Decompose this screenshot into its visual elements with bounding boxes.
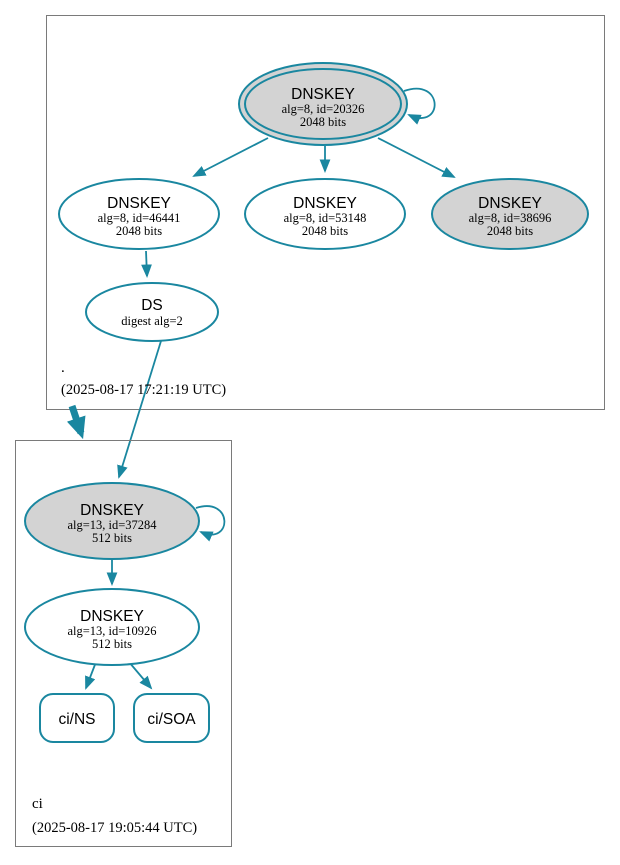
rrset-ci-soa-node: ci/SOA: [133, 693, 210, 743]
edge-dnskey-20326-to-38696-arrow: [377, 137, 456, 178]
dnskey-46441-title: DNSKEY: [107, 195, 171, 212]
dnskey-53148-ellipse: [244, 178, 406, 250]
rrset-ci-soa-label: ci/SOA: [147, 711, 196, 728]
edge-dnskey-10926-to-soa-arrow: [128, 661, 153, 690]
dnskey-10926-detail2: 512 bits: [92, 637, 132, 651]
dnskey-53148-title: DNSKEY: [293, 195, 357, 212]
dnskey-20326-title: DNSKEY: [291, 86, 355, 103]
ds-root-ellipse: [85, 282, 219, 342]
dnskey-53148-node: DNSKEY alg=8, id=53148 2048 bits: [244, 178, 406, 250]
dnskey-10926-title: DNSKEY: [80, 608, 144, 625]
rrset-ci-ns-box: [39, 693, 115, 743]
dnskey-38696-ellipse: [431, 178, 589, 250]
dnskey-38696-title: DNSKEY: [478, 195, 542, 212]
zone-ci-box: [15, 440, 232, 847]
edge-dnskey-20326-self-sign-arrow: [403, 87, 436, 125]
zone-ci-label: ci: [32, 796, 43, 812]
rrset-ci-ns-label: ci/NS: [58, 711, 95, 728]
dnskey-10926-ellipse: [24, 588, 200, 666]
dnskey-20326-detail2: 2048 bits: [300, 115, 346, 129]
ds-root-detail1: digest alg=2: [121, 314, 183, 328]
dnskey-46441-node: DNSKEY alg=8, id=46441 2048 bits: [58, 178, 220, 250]
zone-root-timestamp: (2025-08-17 17:21:19 UTC): [61, 382, 226, 398]
dnskey-37284-ellipse: [24, 482, 200, 560]
dnskey-38696-node: DNSKEY alg=8, id=38696 2048 bits: [431, 178, 589, 250]
zone-root-label: .: [61, 360, 65, 376]
dnskey-20326-inner-ellipse: [244, 68, 402, 140]
rrset-ci-soa-box: [133, 693, 210, 743]
dnskey-37284-title: DNSKEY: [80, 502, 144, 519]
dnskey-53148-detail2: 2048 bits: [302, 224, 348, 238]
edge-dnskey-37284-self-sign-arrow: [195, 505, 226, 542]
dnskey-46441-ellipse: [58, 178, 220, 250]
dnskey-20326-outer-ellipse: [238, 62, 408, 146]
edge-dnskey-20326-to-46441-arrow: [192, 137, 269, 177]
edge-dnskey-46441-to-ds-arrow: [141, 250, 152, 279]
dnskey-10926-node: DNSKEY alg=13, id=10926 512 bits: [24, 588, 200, 666]
dnskey-37284-node: DNSKEY alg=13, id=37284 512 bits: [24, 482, 200, 560]
dnskey-53148-detail1: alg=8, id=53148: [284, 211, 367, 225]
dnskey-20326-node: DNSKEY alg=8, id=20326 2048 bits: [238, 62, 408, 146]
dnskey-37284-detail1: alg=13, id=37284: [67, 518, 157, 532]
dnskey-38696-detail2: 2048 bits: [487, 224, 533, 238]
zone-ci-timestamp: (2025-08-17 19:05:44 UTC): [32, 820, 197, 836]
rrset-ci-ns-node: ci/NS: [39, 693, 115, 743]
dnskey-10926-detail1: alg=13, id=10926: [67, 624, 156, 638]
dnskey-38696-detail1: alg=8, id=38696: [469, 211, 552, 225]
dnskey-20326-detail1: alg=8, id=20326: [282, 102, 365, 116]
dnskey-46441-detail2: 2048 bits: [116, 224, 162, 238]
edge-zone-delegation-arrow: [66, 404, 86, 440]
edge-ds-to-dnskey-37284-arrow: [117, 340, 162, 479]
zone-root-box: [46, 15, 605, 410]
dnskey-46441-detail1: alg=8, id=46441: [98, 211, 181, 225]
dnskey-37284-detail2: 512 bits: [92, 531, 132, 545]
ds-root-node: DS digest alg=2: [85, 282, 219, 342]
ds-root-title: DS: [141, 297, 163, 314]
edge-dnskey-10926-to-ns-arrow: [85, 661, 97, 690]
